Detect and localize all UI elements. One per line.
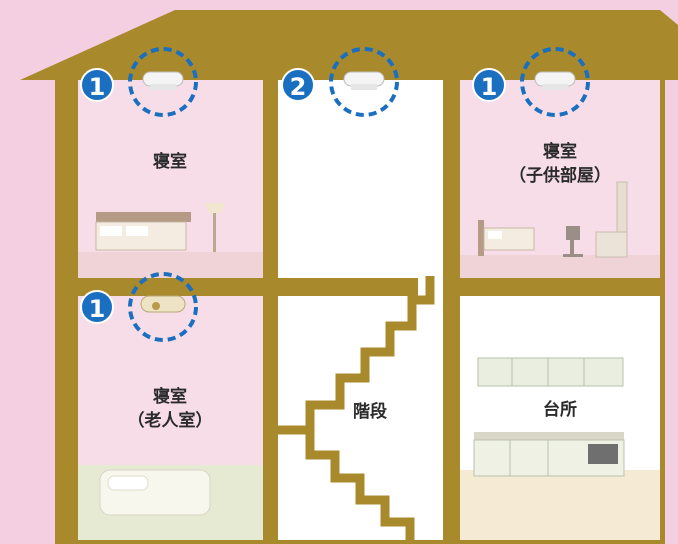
double-bed-icon xyxy=(95,212,191,251)
desk-bookshelf-icon xyxy=(595,181,628,258)
floor-kitchen xyxy=(460,470,660,540)
futon-icon xyxy=(99,469,211,516)
room-upper-middle xyxy=(278,80,443,278)
detector-ring-4 xyxy=(128,272,198,342)
heat-detector-icon xyxy=(140,295,186,313)
staircase xyxy=(278,276,435,540)
room-label-kitchen: 台所 xyxy=(543,400,577,420)
desk-chair-icon xyxy=(563,226,583,257)
detector-badge-3: 1 xyxy=(472,68,506,102)
room-label-bedroom-child: 寝室 （子供部屋） xyxy=(509,142,611,186)
detector-ring-3 xyxy=(520,47,590,117)
room-label-bedroom-elderly: 寝室 （老人室） xyxy=(127,387,213,431)
detector-ring-1 xyxy=(128,47,198,117)
kitchen-counter-icon xyxy=(473,432,625,477)
smoke-detector-icon xyxy=(142,71,184,90)
room-label-stairs: 階段 xyxy=(353,402,387,422)
kitchen-cabinets-icon xyxy=(477,357,624,387)
smoke-detector-icon xyxy=(534,71,576,90)
detector-badge-1: 1 xyxy=(80,68,114,102)
smoke-detector-icon xyxy=(343,71,385,90)
single-bed-icon xyxy=(478,220,535,256)
floor-bedroom-child xyxy=(460,255,660,278)
detector-ring-2 xyxy=(329,47,399,117)
room-label-bedroom: 寝室 xyxy=(153,152,187,172)
detector-badge-2: 2 xyxy=(281,68,315,102)
roof xyxy=(20,10,678,80)
detector-badge-4: 1 xyxy=(80,290,114,324)
